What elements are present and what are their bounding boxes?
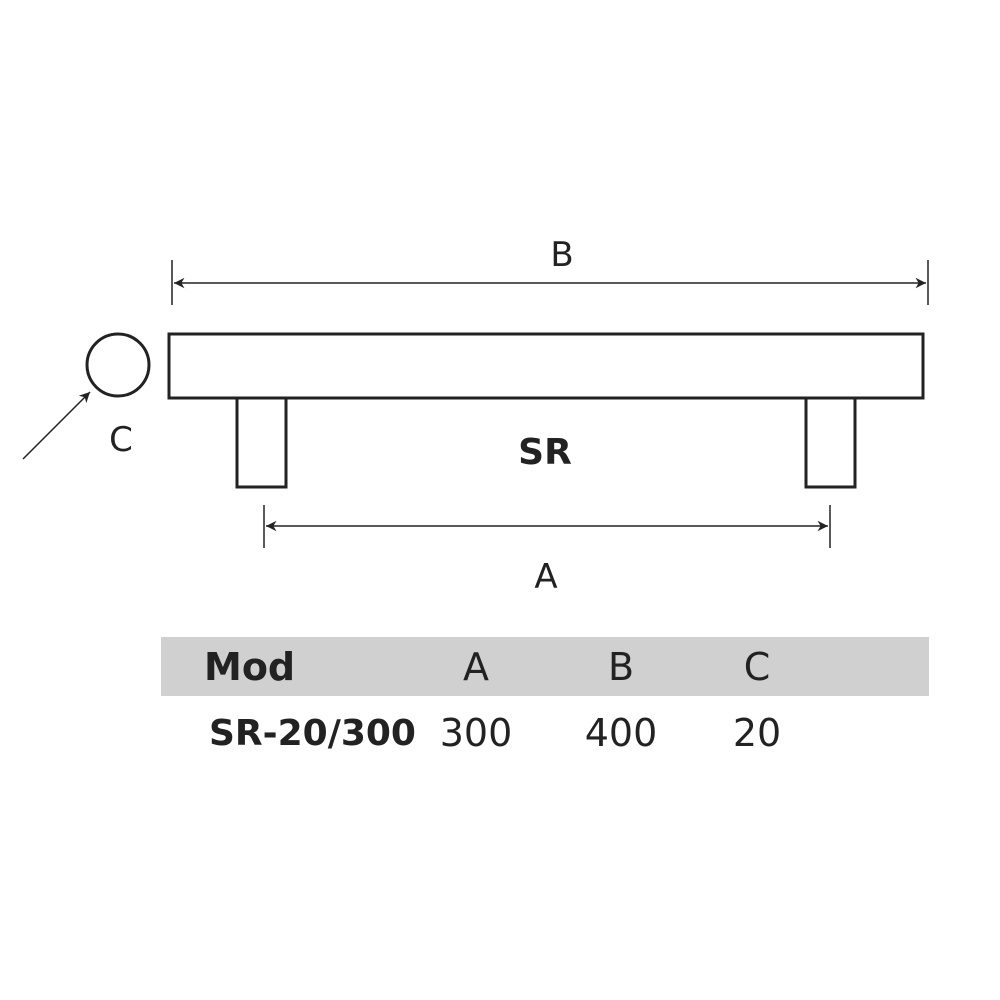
dimension-a-label: A (534, 557, 557, 597)
cell-b: 400 (584, 711, 658, 755)
handle-leg-right (804, 396, 857, 489)
specification-table: Mod A B C SR-20/300 300 400 20 (161, 637, 929, 763)
table-header-row: Mod A B C (161, 637, 929, 696)
header-c: C (743, 644, 771, 689)
cell-mod: SR-20/300 (209, 712, 416, 754)
dimension-a: A (263, 505, 831, 597)
cell-c: 20 (732, 711, 782, 755)
handle-leg-left (235, 396, 288, 489)
dimension-c: C (22, 332, 151, 460)
dimension-c-arrow (22, 391, 91, 460)
dimension-c-label: C (109, 420, 133, 460)
handle-bar (167, 332, 925, 400)
dimension-b-label: B (550, 235, 573, 275)
cross-section-circle (85, 332, 151, 398)
header-a: A (463, 644, 489, 689)
dimension-b: B (171, 235, 929, 305)
part-label: SR (518, 432, 572, 473)
header-mod: Mod (204, 644, 296, 689)
cell-a: 300 (439, 711, 513, 755)
header-b: B (607, 644, 635, 689)
table-row: SR-20/300 300 400 20 (161, 703, 929, 763)
